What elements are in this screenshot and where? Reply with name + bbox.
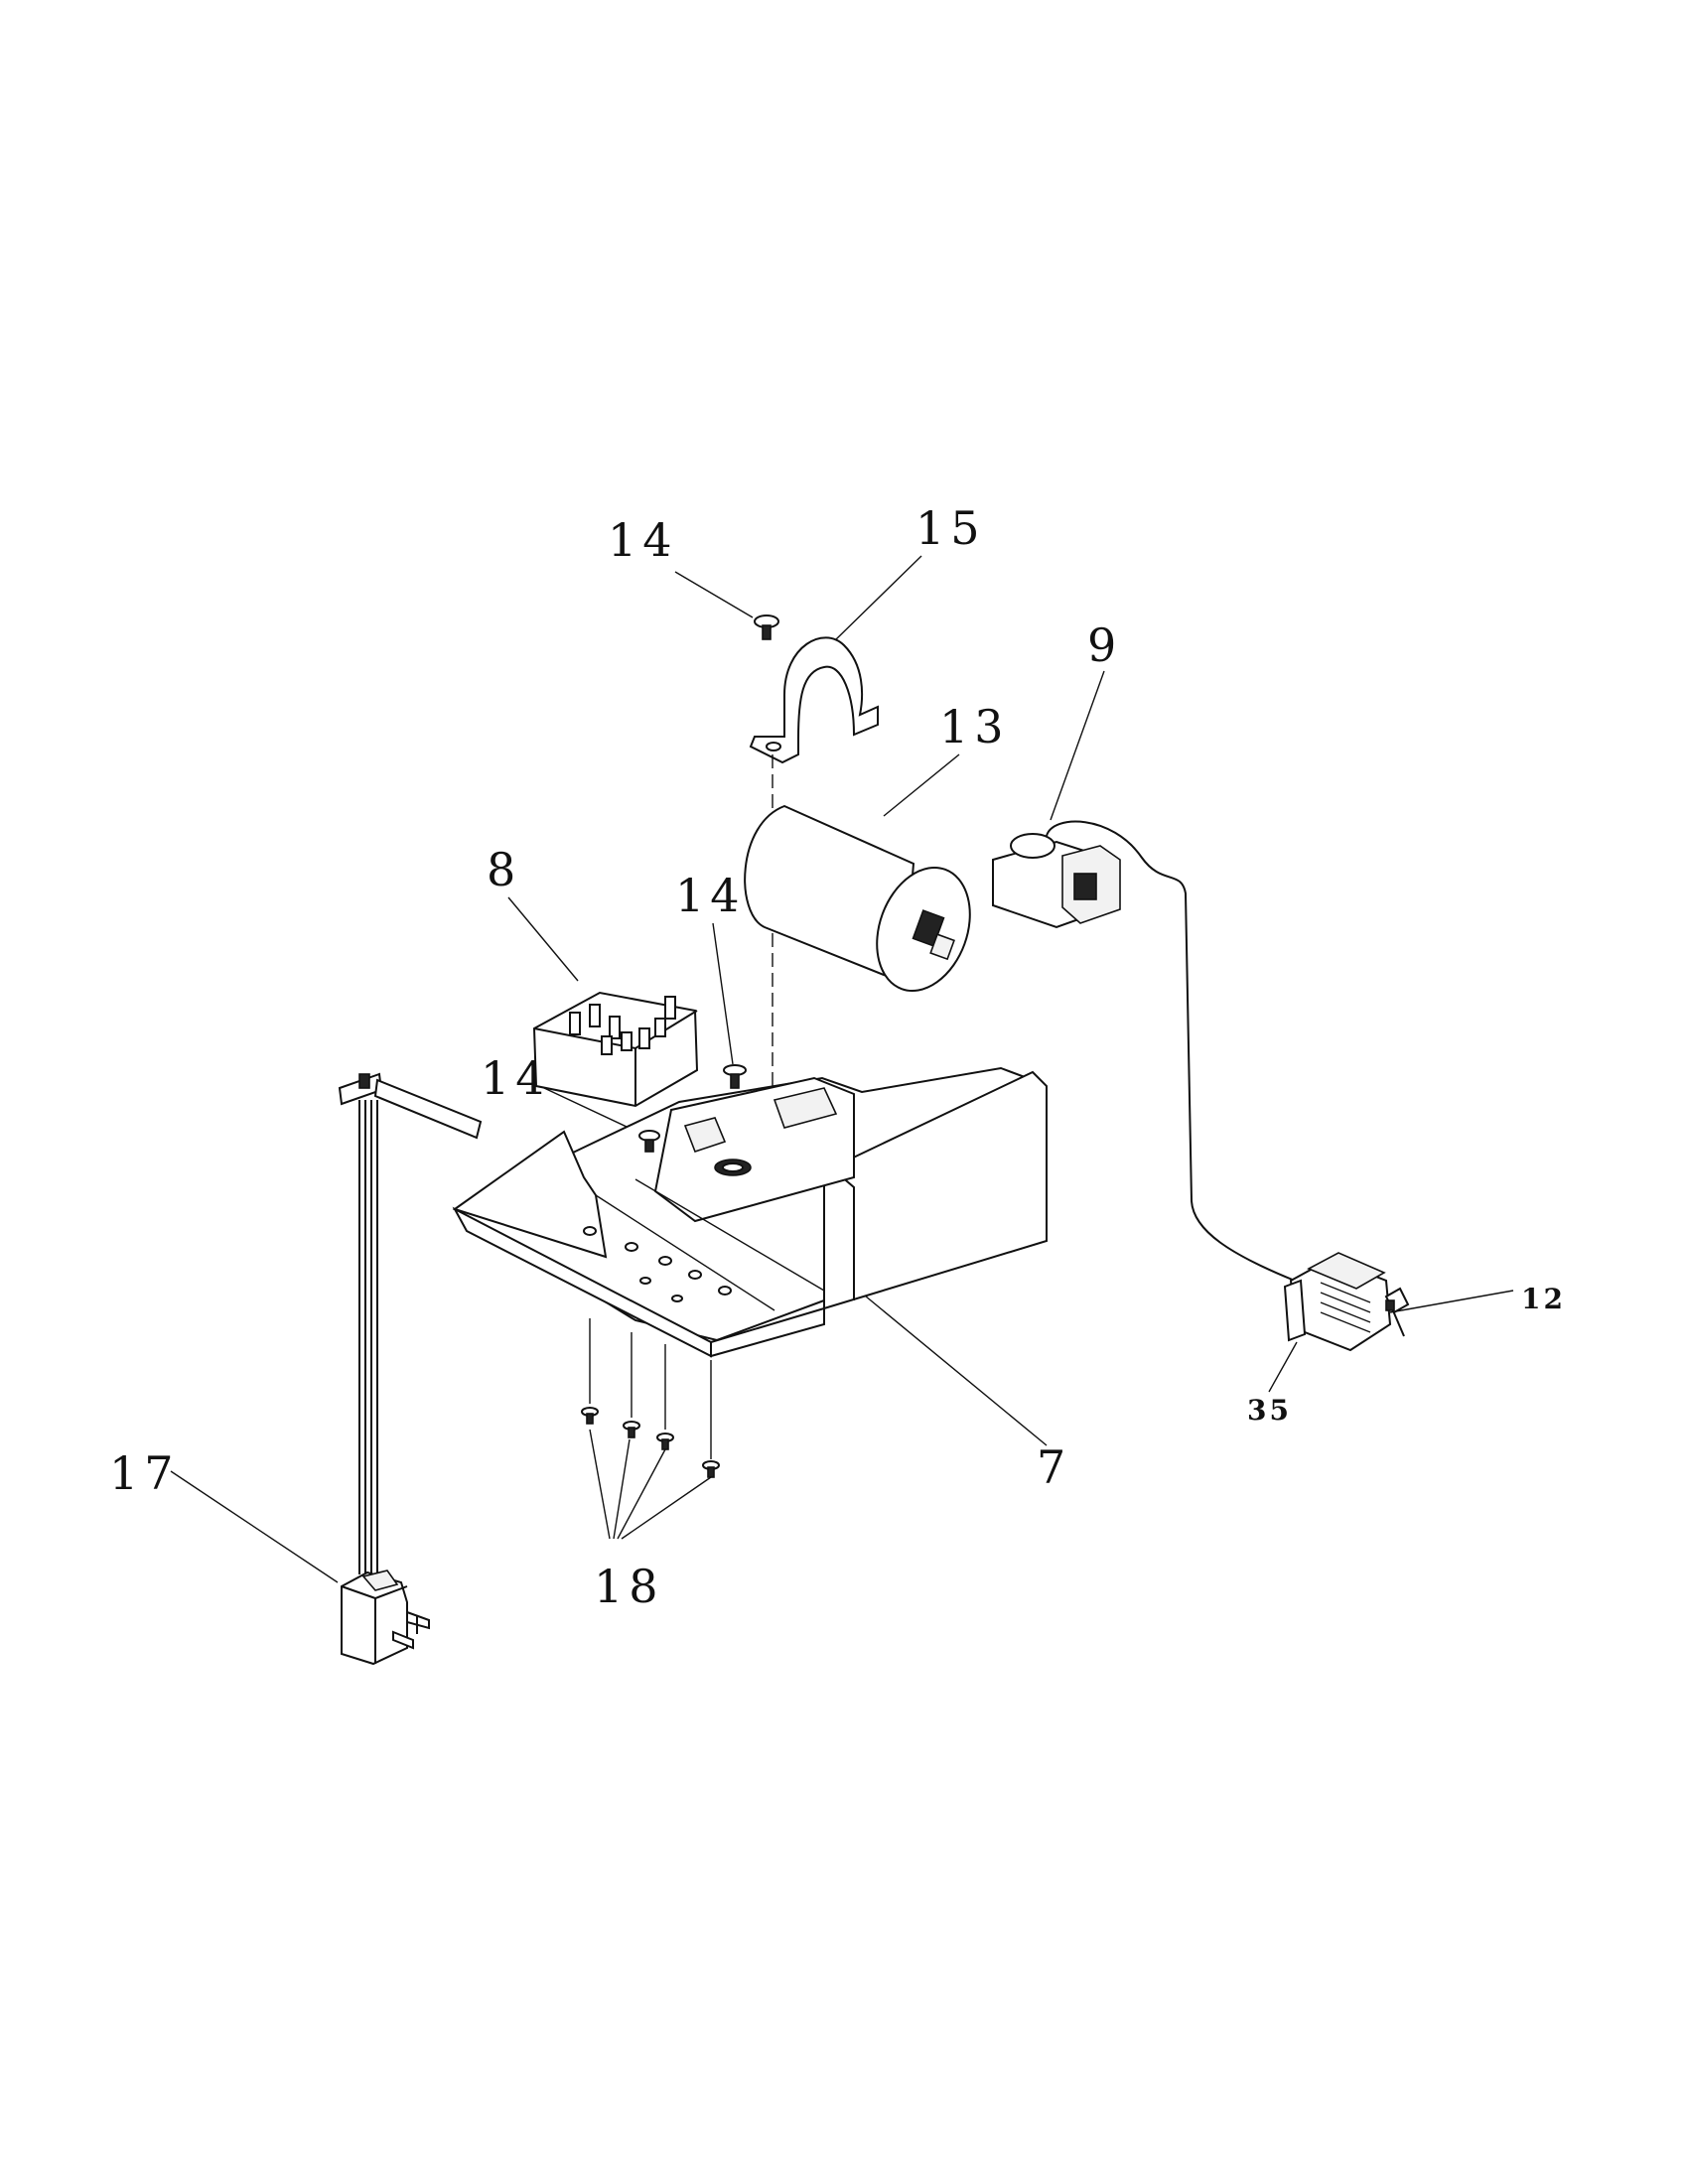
callout-13: 13 (939, 700, 1010, 753)
leader-35 (1268, 1341, 1298, 1393)
leader-18-a (589, 1429, 611, 1540)
screw-14-mid (723, 1064, 747, 1089)
base-pan-7 (452, 1066, 1048, 1358)
callout-14-left: 14 (481, 1051, 551, 1105)
leader-18-c (617, 1448, 666, 1540)
screw-18-b (623, 1421, 640, 1438)
sensor-12 (1384, 1287, 1410, 1337)
leader-14-mid (712, 922, 734, 1065)
screws-18 (581, 1318, 720, 1478)
screw-14-top (754, 614, 779, 640)
screw-14-left (638, 1130, 660, 1153)
leader-9 (1050, 670, 1105, 821)
capacitor-13 (744, 804, 971, 992)
callout-35: 35 (1247, 1394, 1292, 1427)
leader-13 (883, 753, 960, 817)
callout-9: 9 (1087, 618, 1122, 672)
screw-18-d (702, 1460, 720, 1478)
screw-18-c (656, 1433, 674, 1450)
leader-18-d (621, 1476, 712, 1540)
leader-lines (170, 555, 1514, 1583)
callout-12: 12 (1521, 1283, 1566, 1315)
leader-14-top (674, 571, 754, 618)
callout-17: 17 (109, 1446, 180, 1500)
leader-15 (833, 555, 922, 642)
leader-12 (1389, 1290, 1514, 1313)
callout-8: 8 (487, 843, 521, 896)
motor-9 (992, 820, 1296, 1282)
callout-15: 15 (915, 501, 986, 555)
leader-17 (170, 1470, 339, 1583)
switch-assembly-35 (1283, 1252, 1392, 1352)
leader-8 (507, 896, 579, 982)
leader-14-left (543, 1087, 642, 1135)
relay-8 (532, 991, 699, 1108)
power-cord-17 (338, 1072, 483, 1666)
screw-18-a (581, 1407, 599, 1425)
callout-18: 18 (594, 1560, 664, 1613)
leader-7 (853, 1286, 1048, 1446)
callout-14-top: 14 (608, 513, 678, 567)
callout-7: 7 (1037, 1440, 1071, 1494)
capacitor-strap-15 (749, 636, 879, 764)
leader-18-b (613, 1438, 631, 1540)
callout-14-mid: 14 (675, 869, 746, 922)
